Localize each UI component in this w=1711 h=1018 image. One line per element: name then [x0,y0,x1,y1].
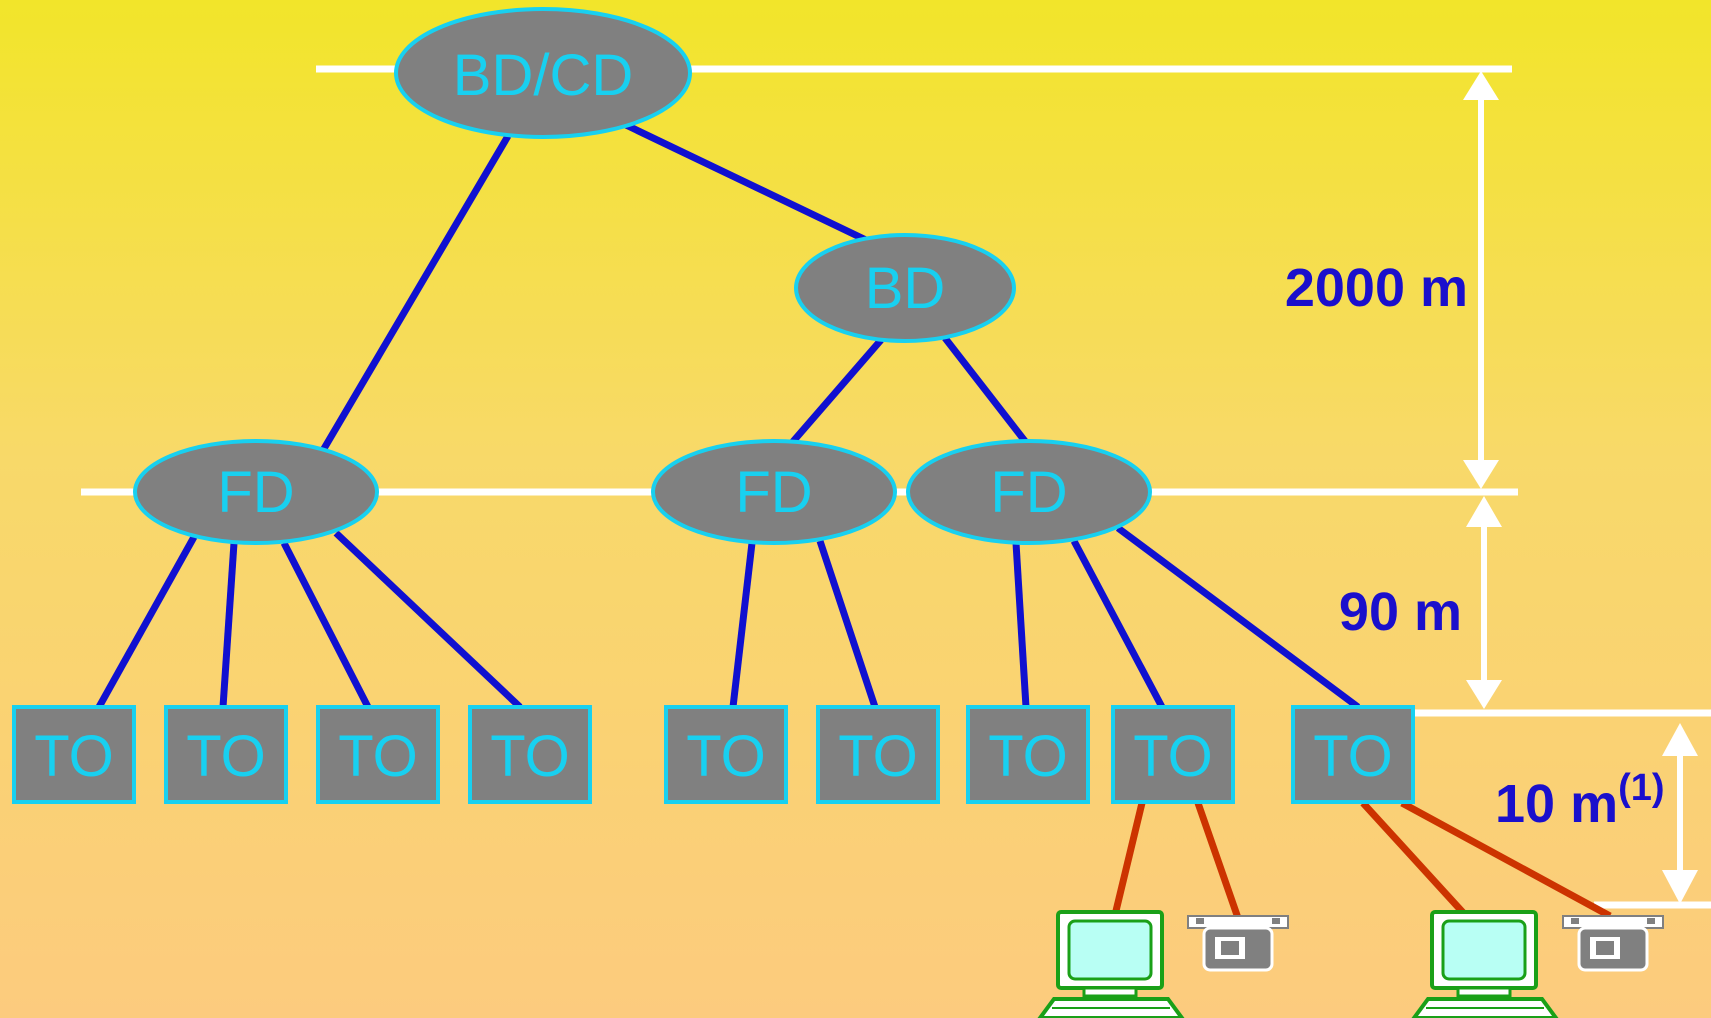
patch-cord [1194,801,1242,920]
arrowhead-down-icon [1463,460,1499,489]
link-fd-to [729,542,756,708]
node-floor: FD [133,439,379,545]
link-fd-to [816,539,879,709]
node-campus: BD/CD [394,7,692,139]
link-fd-to [1115,525,1361,710]
outlet-box: TO [468,705,592,804]
link-bd-fd [787,337,884,448]
patch-cord [1360,800,1471,921]
computer-icon [1037,910,1185,1018]
computer-icon [1411,910,1559,1018]
node-label: BD/CD [453,43,633,108]
outlet-box: TO [816,705,940,804]
arrowhead-up-icon [1466,496,1502,527]
link-bd-fd [942,335,1031,448]
outlet-label: TO [1313,724,1393,789]
node-label: FD [735,460,812,525]
horizontal-length-label: 90 m [1339,582,1462,642]
link-fd-to [95,535,198,709]
arrowhead-up-icon [1463,71,1499,100]
patch-cords [1111,799,1612,921]
link-fd-to [1070,539,1166,709]
outlet-label: TO [338,724,418,789]
cable-links [95,121,1361,710]
arrowhead-up-icon [1662,723,1698,756]
dimension-arrows [1463,71,1698,904]
footnote-marker: (1) [1618,767,1664,809]
work-area-length-label: 10 m(1) [1495,767,1665,834]
outlet-label: TO [186,724,266,789]
node-floor: FD [651,439,897,545]
outlet-label: TO [34,724,114,789]
node-label: BD [865,256,946,321]
link-fd-to [1012,542,1030,708]
phone-icon [1187,915,1289,972]
link-cd-bd [624,121,868,244]
outlet-label: TO [1133,724,1213,789]
link-cd-fd [318,134,512,454]
phone-icon [1562,915,1664,972]
patch-cord [1400,799,1612,920]
outlet-label: TO [686,724,766,789]
work-area-length-value: 10 m [1495,774,1618,834]
outlet-label: TO [838,724,918,789]
link-fd-to [280,541,372,709]
node-label: FD [217,460,294,525]
outlet-box: TO [966,705,1090,804]
node-building: BD [794,233,1016,343]
outlet-label: TO [988,724,1068,789]
outlet-box: TO [1111,705,1235,804]
link-fd-to [333,530,523,710]
patch-cord [1111,802,1146,916]
arrowhead-down-icon [1662,870,1698,904]
arrowhead-down-icon [1466,680,1502,709]
link-fd-to [219,542,238,708]
outlet-box: TO [12,705,136,804]
outlet-label: TO [490,724,570,789]
node-label: FD [990,460,1067,525]
backbone-length-label: 2000 m [1285,258,1468,318]
outlet-box: TO [1291,705,1415,804]
node-floor: FD [906,439,1152,545]
outlet-box: TO [664,705,788,804]
outlet-box: TO [164,705,288,804]
outlet-box: TO [316,705,440,804]
